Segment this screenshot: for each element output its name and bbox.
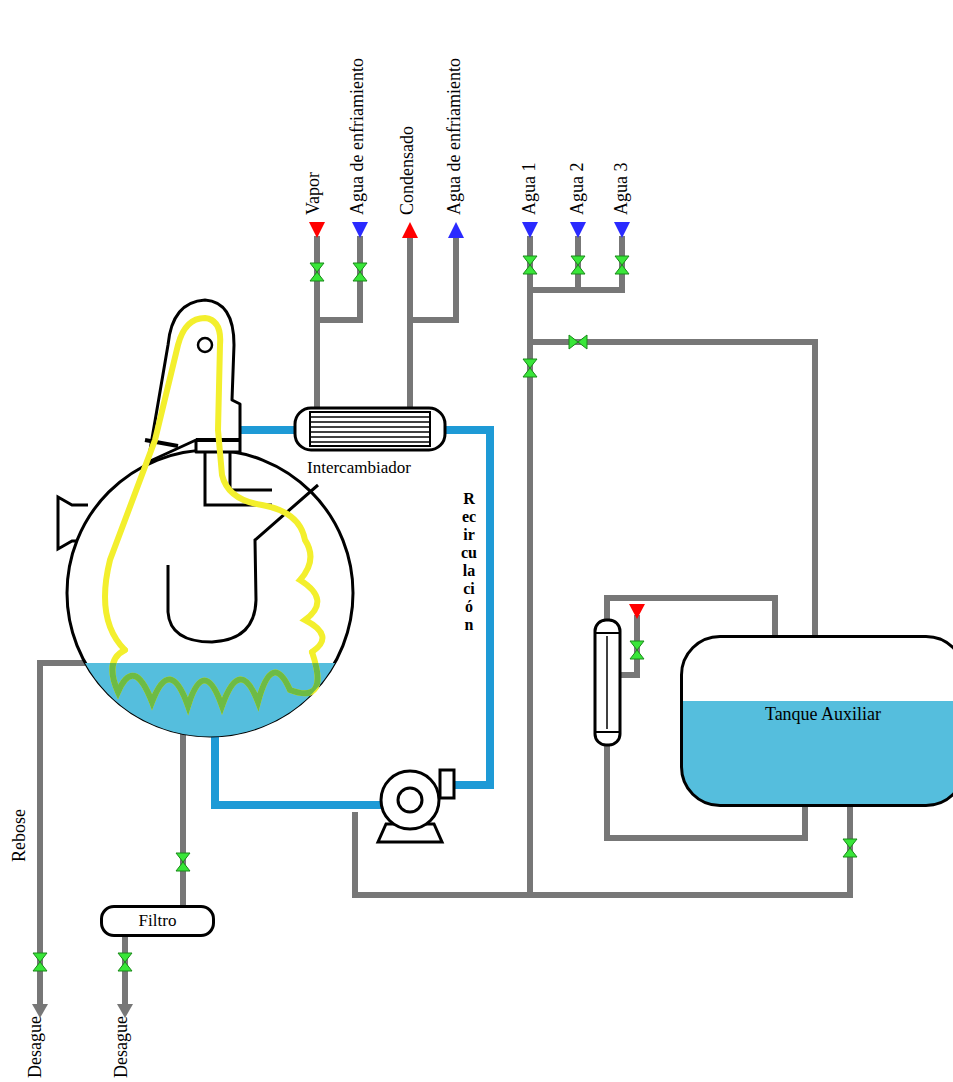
flow-arrow	[522, 222, 538, 238]
auxiliary-tank: Tanque Auxiliar	[680, 635, 953, 807]
cooling-pipe	[317, 236, 360, 320]
pipe-label: Agua de enfriamiento	[445, 58, 465, 215]
exchanger-shell	[295, 408, 445, 450]
valve-symbol	[310, 263, 324, 281]
flow-label: Recirculación	[461, 490, 477, 634]
flow-arrow	[117, 1004, 133, 1018]
pipe-label: Rebose	[10, 809, 30, 862]
tank-loop-pipe	[607, 598, 775, 636]
exchanger-core	[310, 412, 430, 446]
valve-symbol	[843, 839, 857, 857]
pipe-label: Desague	[26, 1016, 46, 1078]
cooling-return-pipe	[410, 238, 456, 320]
node-label: Tanque Auxiliar	[683, 704, 953, 725]
flow-arrow	[448, 222, 464, 238]
exchanger-head	[595, 632, 620, 634]
fabric-folds	[112, 650, 317, 706]
grey-pipes	[40, 236, 850, 1005]
flow-arrow	[309, 222, 325, 238]
valve-symbol	[523, 256, 537, 274]
flow-arrow	[352, 222, 368, 238]
valve-symbol	[118, 953, 132, 971]
valve-symbol	[630, 641, 644, 659]
flow-arrows	[32, 222, 645, 1018]
exchanger-tube	[606, 636, 608, 729]
pipe-label: Desague	[112, 1016, 132, 1078]
jet-nozzle	[230, 452, 272, 490]
pump-casing	[381, 771, 439, 829]
valve-symbol	[353, 263, 367, 281]
valve-symbol	[33, 953, 47, 971]
fabric-folds-wet	[112, 650, 317, 706]
exchanger-tubes	[310, 417, 430, 442]
flow-arrow	[402, 222, 418, 238]
water-pipe	[527, 236, 533, 895]
valve-symbol	[615, 256, 629, 274]
valve-symbol	[176, 853, 190, 871]
valve-symbol	[569, 335, 587, 349]
vessel-body	[67, 450, 353, 736]
node-label: Intercambiador	[307, 458, 411, 478]
valve-symbol	[571, 256, 585, 274]
heat-exchanger-drawing	[295, 408, 445, 450]
flow-arrow	[629, 604, 645, 619]
exchanger-head	[595, 731, 620, 733]
pipe-label: Agua 2	[568, 163, 588, 216]
pipe-label: Agua de enfriamiento	[348, 58, 368, 215]
dyeing-vessel	[58, 300, 353, 737]
valves	[33, 256, 857, 971]
pipe-label: Vapor	[304, 172, 324, 215]
drain-pipe	[180, 733, 186, 905]
heat-exchanger: Intercambiador	[295, 408, 445, 450]
tank-feed-pipe	[530, 342, 815, 636]
tank-exchanger-drawing	[595, 620, 620, 745]
pump-outlet	[440, 770, 454, 798]
recirculation-pipe	[443, 430, 490, 785]
pump-drawing	[378, 770, 454, 842]
winch-reel	[198, 338, 212, 352]
dye-bath	[85, 663, 335, 737]
pipe-label: Agua 1	[520, 163, 540, 216]
fabric-rope	[105, 318, 322, 652]
node-label: Filtro	[139, 911, 177, 931]
pipe-label: Condensado	[398, 126, 418, 215]
valve-symbol	[523, 359, 537, 377]
exchanger-shell	[595, 620, 620, 745]
pipe-label: Agua 3	[612, 163, 632, 216]
water-pipe	[530, 236, 622, 290]
recirculation-pipe	[215, 733, 383, 805]
flow-arrow	[32, 1004, 48, 1018]
flow-arrow	[570, 222, 586, 238]
reel-housing	[148, 300, 240, 462]
flow-arrow	[614, 222, 630, 238]
pump-impeller	[398, 788, 422, 812]
fabric-chute	[168, 485, 318, 642]
filter-box: Filtro	[100, 905, 215, 937]
